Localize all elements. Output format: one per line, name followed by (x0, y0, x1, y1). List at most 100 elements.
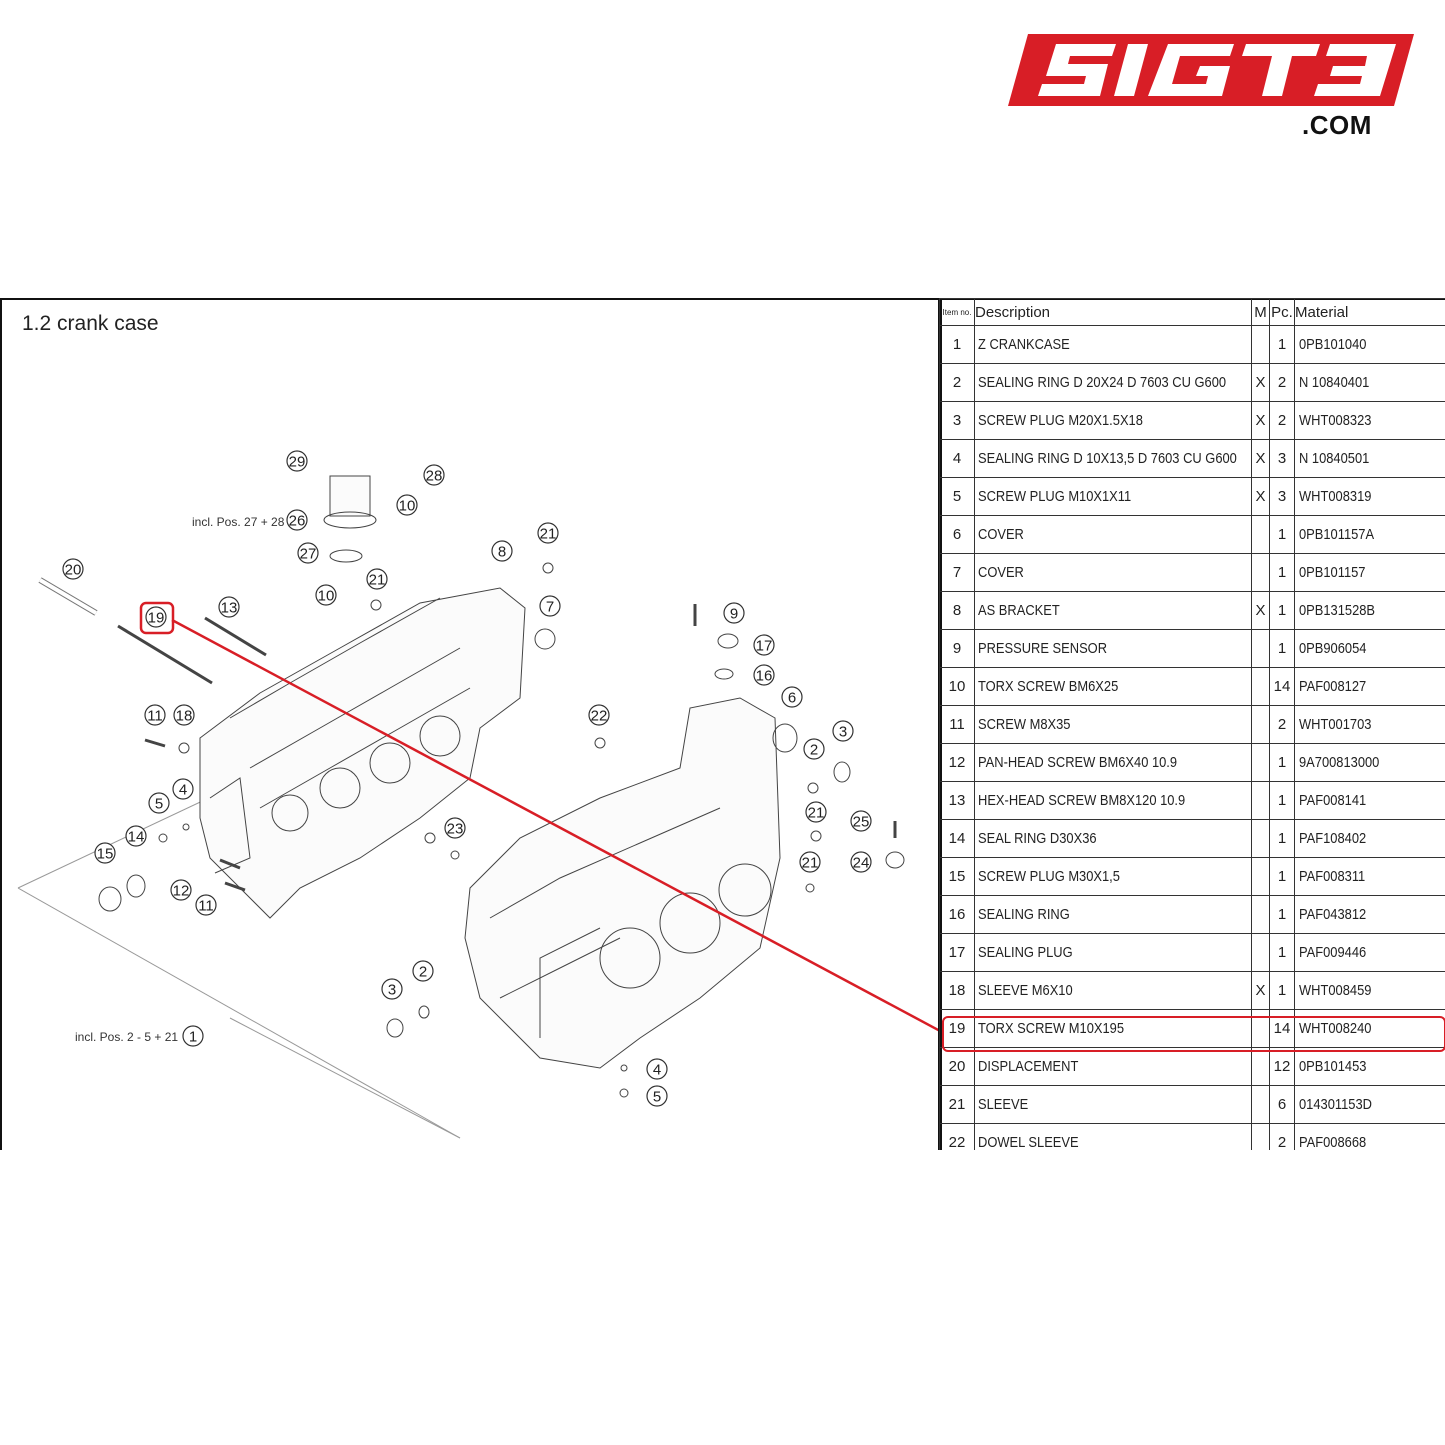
callout-label: 19 (148, 610, 165, 627)
callout-label: 11 (198, 898, 214, 915)
header-description: Description (974, 298, 1252, 326)
callout-circle (218, 596, 240, 618)
header-item-no: Item no. (939, 298, 975, 326)
cell-item-no: 17 (939, 933, 975, 972)
callout-6: 6 (781, 686, 803, 708)
cell-description: SCREW PLUG M10X1X11 (974, 477, 1252, 516)
callout-circle (423, 464, 445, 486)
cell-m (1251, 1085, 1270, 1124)
cell-description: TORX SCREW M10X195 (974, 1009, 1252, 1048)
cell-description-text: SEALING RING (978, 906, 1070, 923)
cell-description-text: SEALING RING D 20X24 D 7603 CU G600 (978, 374, 1227, 391)
cell-pc: 1 (1269, 743, 1295, 782)
cell-description-text: SLEEVE M6X10 (978, 982, 1073, 999)
cell-pc: 2 (1269, 705, 1295, 744)
callout-label: 4 (179, 782, 187, 799)
cell-material-text: PAF008311 (1299, 868, 1366, 885)
callout-11: 11 (195, 894, 217, 916)
callout-label: 21 (802, 855, 819, 872)
cell-m: X (1251, 439, 1270, 478)
cell-material: 9A700813000 (1294, 743, 1445, 782)
cell-m (1251, 819, 1270, 858)
callout-2: 2 (803, 738, 825, 760)
callout-18: 18 (173, 704, 195, 726)
note-sensor-includes: incl. Pos. 27 + 28 (192, 515, 285, 529)
callout-17: 17 (753, 634, 775, 656)
cell-description-text: COVER (978, 564, 1024, 581)
cell-pc: 14 (1269, 667, 1295, 706)
callout-11: 11 (144, 704, 166, 726)
cell-description: SEAL RING D30X36 (974, 819, 1252, 858)
cell-material-text: 9A700813000 (1299, 754, 1380, 771)
callout-circle (286, 450, 308, 472)
cell-material-text: WHT008240 (1299, 1020, 1372, 1037)
cell-item-no: 8 (939, 591, 975, 630)
cell-m (1251, 705, 1270, 744)
cell-item-no: 1 (939, 325, 975, 364)
cell-material: 0PB131528B (1294, 591, 1445, 630)
cell-material-text: WHT008319 (1299, 488, 1372, 505)
callout-label: 13 (221, 600, 238, 617)
cell-m: X (1251, 477, 1270, 516)
cell-material: WHT008459 (1294, 971, 1445, 1010)
cell-description: Z CRANKCASE (974, 325, 1252, 364)
note-crankcase-includes: incl. Pos. 2 - 5 + 21 (75, 1030, 178, 1044)
cell-pc: 2 (1269, 401, 1295, 440)
callout-label: 1 (189, 1029, 197, 1046)
callout-circle (539, 595, 561, 617)
cell-material: PAF008311 (1294, 857, 1445, 896)
callout-circle (195, 894, 217, 916)
callout-circle (850, 810, 872, 832)
cell-material: 0PB101040 (1294, 325, 1445, 364)
cell-material-text: 0PB101040 (1299, 336, 1367, 353)
cell-description-text: SEALING RING D 10X13,5 D 7603 CU G600 (978, 450, 1237, 467)
callout-label: 25 (853, 814, 870, 831)
cell-m (1251, 743, 1270, 782)
callout-24: 24 (850, 851, 872, 873)
cell-material: PAF108402 (1294, 819, 1445, 858)
cell-item-no: 22 (939, 1123, 975, 1150)
cell-material: PAF008141 (1294, 781, 1445, 820)
callout-label: 16 (756, 668, 773, 685)
callout-3: 3 (381, 978, 403, 1000)
cell-description-text: AS BRACKET (978, 602, 1060, 619)
callout-circle (799, 851, 821, 873)
callout-26: 26 (286, 509, 308, 531)
highlight-leader-line (171, 618, 938, 1032)
brand-domain: .COM (1302, 110, 1372, 140)
callout-label: 3 (388, 982, 396, 999)
cell-m (1251, 553, 1270, 592)
callout-circle (753, 634, 775, 656)
cell-description-text: HEX-HEAD SCREW BM8X120 10.9 (978, 792, 1186, 809)
callout-label: 24 (853, 855, 870, 872)
cell-item-no: 4 (939, 439, 975, 478)
callout-circle (723, 602, 745, 624)
callout-27: 27 (297, 542, 319, 564)
callout-label: 15 (97, 846, 114, 863)
cell-pc: 1 (1269, 857, 1295, 896)
callout-circle (781, 686, 803, 708)
